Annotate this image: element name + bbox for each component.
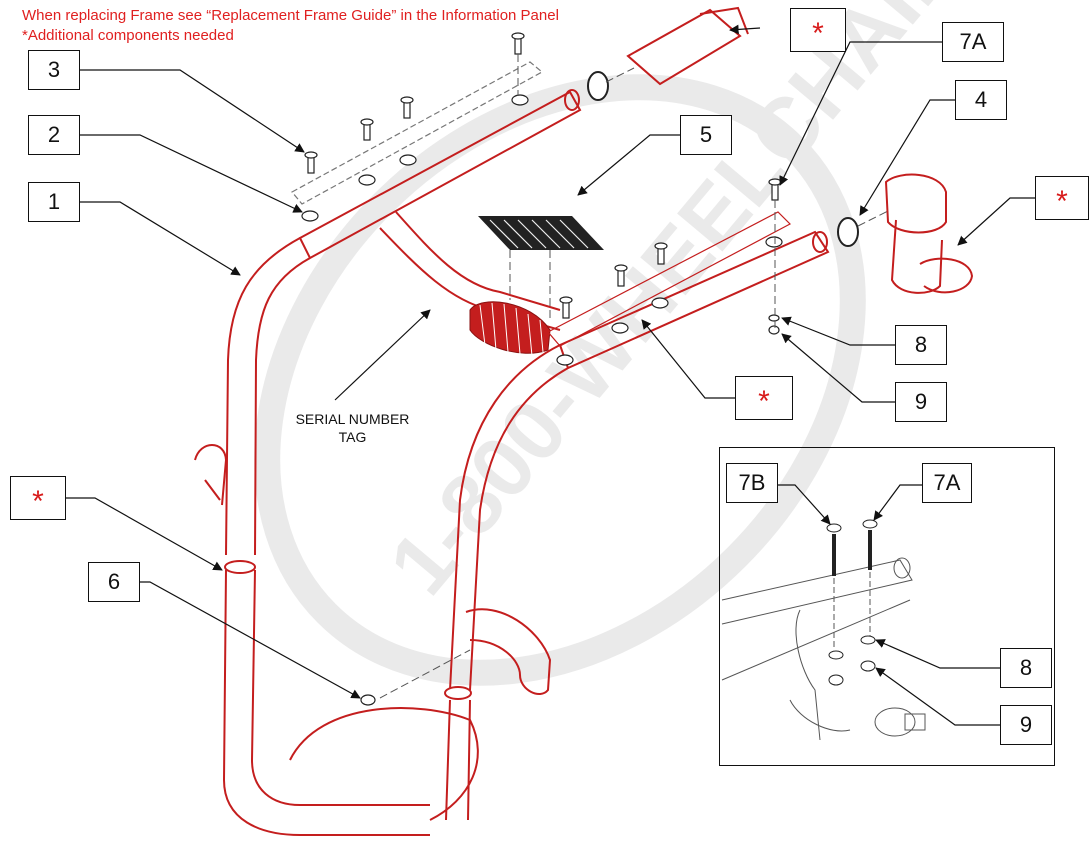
callout-1: 1 [28,182,80,222]
grommets [587,71,859,247]
callout-9: 9 [895,382,947,422]
serial-tag-grip [469,301,551,357]
callout-star-clamp-top: * [790,8,846,52]
detail-drawing [721,519,926,741]
leader-lines [65,24,1035,699]
callout-star-clamp-right: * [1035,176,1089,220]
callout-2: 2 [28,115,80,155]
detail-inset [719,447,1055,766]
detail-callout-7a: 7A [922,463,972,503]
detail-leaders [775,484,1000,726]
replacement-note: When replacing Frame see “Replacement Fr… [22,7,559,24]
alignment-lines [379,54,891,699]
serial-number-label-line2: TAG [338,429,367,445]
detail-callout-7b: 7B [726,463,778,503]
grip-pad [478,216,604,250]
callout-star-leg: * [10,476,66,520]
callout-5: 5 [680,115,732,155]
callout-6: 6 [88,562,140,602]
callout-7a: 7A [942,22,1004,62]
detail-callout-9: 9 [1000,705,1052,745]
callout-8: 8 [895,325,947,365]
fasteners [301,32,783,706]
serial-number-tag-label: SERIAL NUMBER TAG [280,410,425,446]
callout-star-strap: * [735,376,793,420]
serial-number-label-line1: SERIAL NUMBER [295,411,410,427]
callout-3: 3 [28,50,80,90]
detail-callout-8: 8 [1000,648,1052,688]
additional-components-note: *Additional components needed [22,27,234,44]
callout-4: 4 [955,80,1007,120]
clamps [626,6,974,294]
straps [291,61,791,347]
